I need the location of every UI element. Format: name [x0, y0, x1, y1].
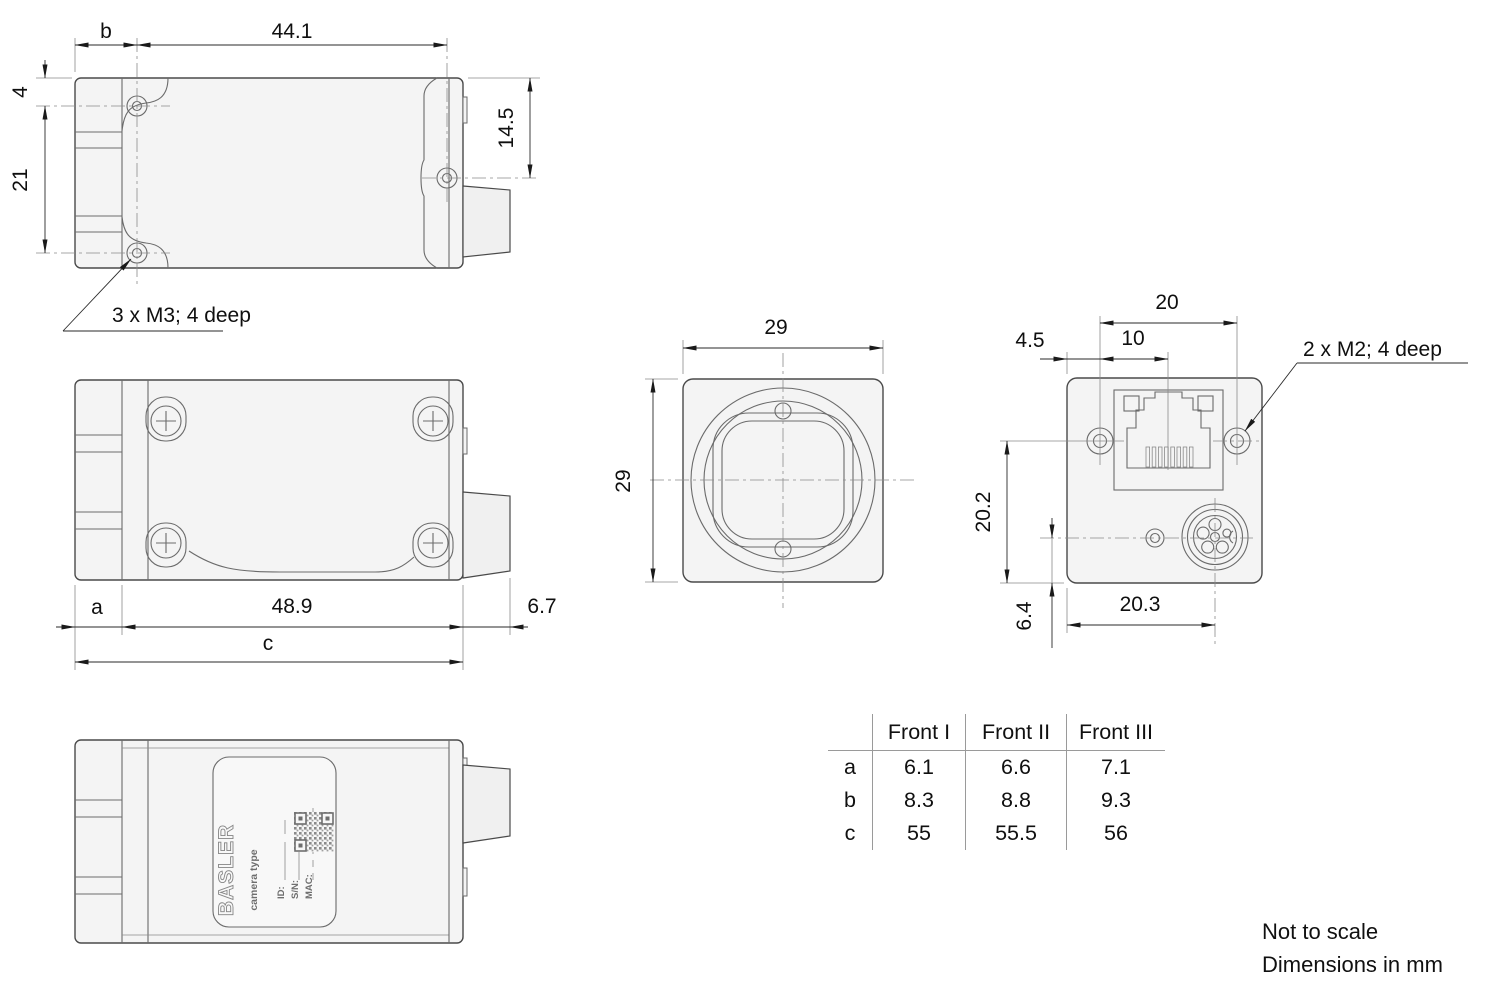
qr-code	[294, 812, 334, 852]
value-c-front2: 55.5	[965, 817, 1067, 850]
row-label-a: a	[844, 755, 856, 779]
note-m3-thread: 3 x M3; 4 deep	[112, 304, 251, 327]
drawing-notes: Not to scale Dimensions in mm	[1262, 915, 1443, 981]
dim-label-14-5: 14.5	[495, 108, 518, 149]
dim-label-b: b	[100, 20, 112, 43]
dim-label-21: 21	[9, 168, 32, 191]
dim-label-48-9: 48.9	[272, 595, 313, 618]
dim-label-a: a	[91, 596, 103, 619]
back-view-body	[1066, 377, 1263, 584]
dim-label-29-width: 29	[764, 316, 787, 339]
top-view-body	[74, 77, 464, 269]
rj45-jack	[1113, 389, 1224, 491]
dim-label-44-1: 44.1	[272, 20, 313, 43]
camera-type-label: camera type	[248, 849, 260, 910]
phillips-screw	[145, 522, 187, 568]
dim-label-29-height: 29	[612, 469, 635, 492]
id-label: ID:	[276, 886, 287, 899]
product-label: BASLER camera type ID: S/N: MAC:	[212, 756, 337, 928]
back-view: 20 10 4.5 20.2 6.4 20.3 2 x M2; 4 deep	[972, 291, 1468, 648]
table-header-front-1: Front I	[872, 714, 966, 751]
table-row: a 6.1 6.6 7.1	[828, 750, 1165, 784]
table-header-front-3: Front III	[1066, 714, 1165, 751]
note-not-to-scale: Not to scale	[1262, 919, 1379, 944]
dim-label-20-2: 20.2	[972, 492, 995, 533]
front-view: 29 29	[612, 316, 916, 608]
top-view: b 44.1 4 21 14.5 3 x M3; 4 deep	[9, 20, 540, 332]
side-view-body	[74, 379, 464, 581]
value-a-front3: 7.1	[1066, 750, 1165, 784]
note-m2-thread: 2 x M2; 4 deep	[1303, 338, 1442, 361]
dim-label-20: 20	[1155, 291, 1178, 314]
table-row: b 8.3 8.8 9.3	[828, 784, 1165, 817]
phillips-screw	[412, 522, 454, 568]
value-a-front2: 6.6	[965, 750, 1067, 784]
value-c-front1: 55	[872, 817, 966, 850]
table-header-row: Front I Front II Front III	[828, 714, 1165, 751]
dim-label-10: 10	[1121, 327, 1144, 350]
dim-label-20-3: 20.3	[1120, 593, 1161, 616]
bottom-view: BASLER camera type ID: S/N: MAC:	[74, 739, 511, 944]
sn-label: S/N:	[290, 880, 301, 899]
bottom-view-connector	[462, 764, 511, 844]
side-view: a 48.9 6.7 c	[56, 379, 557, 670]
dim-label-6-4: 6.4	[1013, 601, 1036, 631]
phillips-screw	[412, 396, 454, 442]
value-b-front2: 8.8	[965, 784, 1067, 817]
value-a-front1: 6.1	[872, 750, 966, 784]
value-b-front1: 8.3	[872, 784, 966, 817]
table-corner-cell	[828, 714, 873, 751]
table-header-front-2: Front II	[965, 714, 1067, 751]
dim-label-4: 4	[9, 86, 32, 98]
row-label-c: c	[844, 821, 856, 845]
mac-label: MAC:	[304, 874, 315, 899]
row-label-b: b	[844, 788, 856, 812]
value-b-front3: 9.3	[1066, 784, 1165, 817]
value-c-front3: 56	[1066, 817, 1165, 850]
table-row: c 55 55.5 56	[828, 817, 1165, 850]
phillips-screw	[145, 396, 187, 442]
top-view-connector	[462, 185, 511, 258]
rj45-pins	[1145, 446, 1194, 468]
dim-label-6-7: 6.7	[527, 595, 556, 618]
variant-dimension-table: Front I Front II Front III a 6.1 6.6 7.1…	[828, 714, 1165, 850]
brand-name: BASLER	[215, 824, 238, 916]
note-dimensions-mm: Dimensions in mm	[1262, 952, 1443, 977]
dim-label-c: c	[263, 632, 274, 655]
side-view-connector	[462, 491, 511, 579]
dim-label-4-5: 4.5	[1015, 329, 1044, 352]
